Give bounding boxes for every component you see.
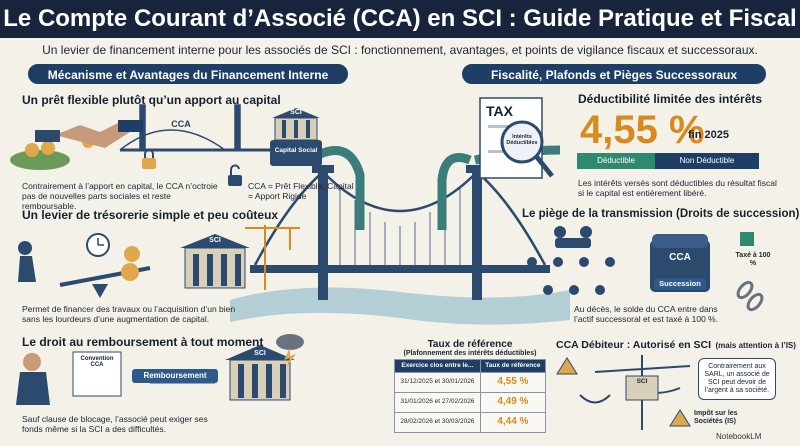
rate-cell: 4,49 % [479,391,547,413]
rate-value: 4,55 % [580,108,705,152]
cca-formula-text: CCA = Prêt Flexible, Capital = Apport Ri… [248,181,354,201]
coins-illustration [10,136,94,170]
debtor-cca-title-note: (mais attention à l’IS) [715,341,796,350]
treasury-lever-title: Un levier de trésorerie simple et peu co… [22,208,279,222]
warning-icon-2 [669,409,691,427]
rate-cell: 4,44 % [479,411,547,433]
debtor-speech-bubble: Contrairement aux SARL, un associé de SC… [698,358,776,400]
table-row: 28/02/2026 et 30/03/2026 4,44 % [394,411,547,433]
handshake-illustration [35,120,143,148]
column-header-period: Exercice clos entre le... [394,359,481,373]
flexible-loan-title: Un prêt flexible plutôt qu’un apport au … [22,93,281,107]
debtor-cca-title: CCA Débiteur : Autorisé en SCI [556,339,711,351]
is-tax-label: Impôt sur les Sociétés (IS) [694,410,738,425]
debtor-cca-heading: CCA Débiteur : Autorisé en SCI (mais att… [556,335,796,353]
open-padlock-icon [228,164,242,186]
reference-rate-subtitle: (Plafonnement des intérêts déductibles) [403,350,537,357]
chain-link-icon [736,280,764,312]
chest-cca-label: CCA [669,252,691,263]
tax-label: TAX [486,103,513,119]
seesaw-illustration [18,233,151,298]
small-bridge-illustration [119,104,280,152]
repayment-right-title: Le droit au remboursement à tout moment [22,335,264,349]
repayment-right-body: Sauf clause de blocage, l’associé peut e… [22,414,208,434]
sci-label: SCI [290,109,302,116]
checkmark-icon [740,232,754,246]
sci-bank-building-illustration [225,345,295,401]
page-title: Le Compte Courant d’Associé (CCA) en SCI… [3,5,797,32]
scale-sci-label: SCI [636,378,648,385]
padlock-icon [142,149,156,169]
cca-bridge-label: CCA [171,119,191,129]
deductibility-title: Déductibilité limitée des intérêts [578,92,763,106]
sci-capital-building-illustration [270,108,322,166]
reference-rate-title: Taux de référence [427,339,513,350]
period-cell: 31/12/2025 et 30/01/2026 [394,371,481,393]
convention-document-illustration [72,351,122,397]
deductibility-body: Les intérêts versés sont déductibles du … [578,178,777,198]
convention-cca-label: Convention CCA [80,356,114,368]
rate-cell: 4,55 % [479,371,547,393]
period-cell: 31/01/2026 et 27/02/2026 [394,391,481,413]
storm-cloud-illustration [276,334,304,368]
succession-trap-body: Au décès, le solde du CCA entre dans l’a… [574,304,719,324]
left-section-banner: Mécanisme et Avantages du Financement In… [28,64,348,84]
non-deductible-bar: Non Déductible [655,153,759,169]
column-header-rate: Taux de référence [479,359,547,373]
header-bar [0,0,800,38]
sci-bank-label: SCI [254,350,266,357]
succession-trap-title: Le piège de la transmission (Droits de s… [522,208,800,220]
sci-building-label: SCI [209,237,221,244]
table-row: 31/01/2026 et 27/02/2026 4,49 % [394,391,547,413]
rate-suffix: fin 2025 [688,129,729,141]
capital-social-label: Capital Social [274,147,318,154]
tax-document-illustration [479,97,554,179]
page-subtitle: Un levier de financement interne pour le… [42,43,758,57]
flexible-loan-body: Contrairement à l’apport en capital, le … [22,181,218,211]
crane-illustration [245,225,300,290]
succession-banner: Succession [654,278,706,290]
right-section-banner: Fiscalité, Plafonds et Pièges Successora… [462,64,766,84]
warning-icon [556,357,578,375]
reference-rate-table: Exercice clos entre le... Taux de référe… [394,359,547,433]
family-tree-illustration [527,226,615,295]
lens-label: Intérêts Déductibles [506,134,538,146]
person-illustration [16,353,50,405]
bridge-illustration [250,165,550,300]
taxed-label: Taxé à 100 % [735,252,771,267]
treasury-lever-body: Permet de financer des travaux ou l’acqu… [22,304,236,324]
notebooklm-brand: NotebookLM [716,432,762,441]
period-cell: 28/02/2026 et 30/03/2026 [394,411,481,433]
water-illustration [230,287,570,325]
table-row: 31/12/2025 et 30/01/2026 4,55 % [394,371,547,393]
pipe-illustration [316,146,365,230]
sci-building-illustration [180,234,250,289]
remboursement-banner: Remboursement [132,369,218,383]
deductible-bar: Déductible [577,153,655,169]
